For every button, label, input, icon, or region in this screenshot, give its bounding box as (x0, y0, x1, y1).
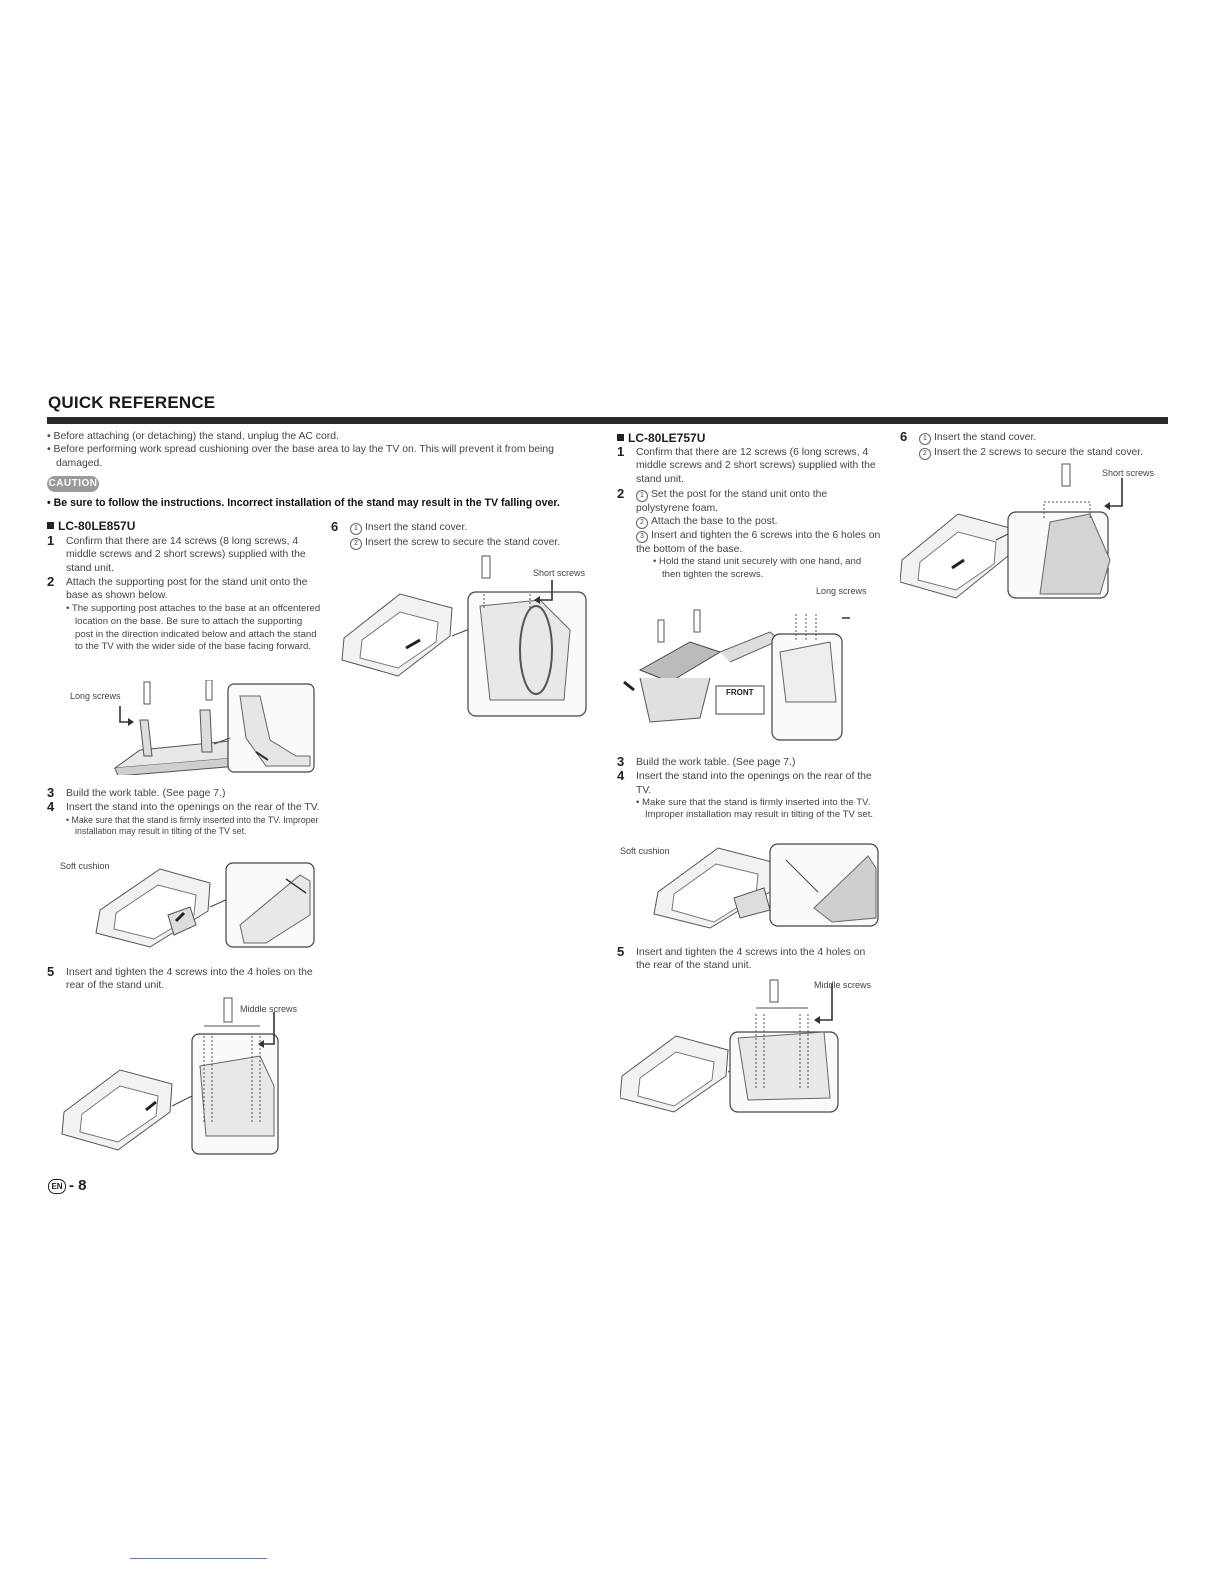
step-number: 4 (617, 768, 625, 784)
figure-label: Soft cushion (620, 846, 670, 856)
step-text: Build the work table. (See page 7.) (636, 757, 796, 768)
figure-label: Middle screws (240, 1004, 298, 1014)
step-number: 5 (617, 944, 625, 959)
model-heading: LC-80LE857U (47, 519, 135, 533)
circled-number: 2 (350, 538, 362, 550)
circled-number: 1 (919, 433, 931, 445)
figure-label: Long screws (816, 586, 867, 596)
figure-middle-screws: Middle screws (60, 996, 297, 1160)
step-text: Insert the stand into the openings on th… (66, 802, 320, 814)
step-text: Confirm that there are 12 screws (6 long… (636, 447, 876, 485)
step-text: Insert and tighten the 4 screws into the… (66, 967, 313, 992)
figure-post-base: Long screws FRONT (620, 582, 867, 748)
circled-number: 1 (350, 523, 362, 535)
step-number: 6 (331, 519, 339, 534)
caution-badge: CAUTION (47, 476, 99, 492)
step-text: Attach the supporting post for the stand… (66, 576, 308, 602)
step-item: 1 Confirm that there are 14 screws (8 lon… (47, 533, 322, 575)
figure-insert-stand-2: Soft cushion (618, 838, 880, 930)
step-item: 5 Insert and tighten the 4 screws into th… (47, 964, 322, 993)
step-text: Insert the stand into the openings on th… (636, 771, 872, 796)
step-number: 4 (47, 799, 55, 815)
title-rule (47, 417, 1168, 424)
model-heading: LC-80LE757U (617, 431, 705, 445)
step-text: Attach the base to the post. (651, 516, 778, 528)
step-text: Insert and tighten the 6 screws into the… (636, 530, 881, 556)
intro-bullet: • Before attaching (or detaching) the st… (47, 431, 339, 442)
step-text: Build the work table. (See page 7.) (66, 788, 226, 799)
step-number: 5 (47, 964, 55, 979)
step-note: • The supporting post attaches to the ba… (66, 603, 321, 653)
step-item: 4 Insert the stand into the openings on t… (617, 768, 882, 822)
figure-short-screws-2: Short screws (900, 460, 1154, 612)
m2-steps-1-2: 1 Confirm that there are 12 screws (6 lon… (617, 444, 882, 582)
intro-bullets: • Before attaching (or detaching) the st… (47, 430, 587, 470)
circled-number: 3 (636, 531, 648, 544)
step-note: • Make sure that the stand is firmly ins… (636, 796, 874, 821)
step-note: • Make sure that the stand is firmly ins… (66, 814, 319, 837)
language-icon: EN (48, 1179, 66, 1194)
figure-label: Middle screws (814, 980, 872, 990)
front-label: FRONT (726, 688, 754, 697)
figure-middle-screws-2: Middle screws (620, 978, 871, 1114)
figure-insert-stand: Soft cushion (60, 855, 316, 950)
m2-steps-3-4: 3 Build the work table. (See page 7.) 4 In… (617, 754, 882, 822)
page-number-text: - 8 (69, 1177, 87, 1194)
model-name: LC-80LE857U (58, 519, 136, 533)
figure-base-assembly: Long screws (60, 680, 316, 775)
figure-label: Short screws (533, 568, 586, 578)
step-item: 5 Insert and tighten the 4 screws into th… (617, 944, 882, 973)
step-item: 3 Build the work table. (See page 7.) (617, 754, 882, 769)
step-number: 2 (617, 485, 625, 501)
square-icon (47, 522, 54, 529)
page-number: EN- 8 (48, 1177, 87, 1194)
m1-steps-1-2: 1 Confirm that there are 14 screws (8 lon… (47, 533, 322, 654)
step-item: 2 Attach the supporting post for the stan… (47, 573, 322, 654)
step-text: Insert the 2 screws to secure the stand … (934, 447, 1144, 458)
model-name: LC-80LE757U (628, 431, 706, 445)
circled-number: 2 (636, 517, 648, 530)
step-number: 3 (617, 754, 625, 769)
m1-steps-3-4: 3 Build the work table. (See page 7.) 4 In… (47, 785, 322, 838)
square-icon (617, 434, 624, 441)
intro-bullet-text: Before performing work spread cushioning… (53, 444, 554, 469)
step-number: 3 (47, 785, 55, 800)
figure-label: Soft cushion (60, 861, 110, 871)
step-text: Insert and tighten the 4 screws into the… (636, 947, 866, 972)
figure-label: Long screws (70, 691, 121, 701)
step-item: 4 Insert the stand into the openings on t… (47, 799, 322, 837)
m2-step-5: 5 Insert and tighten the 4 screws into th… (617, 944, 882, 973)
step-number: 1 (617, 444, 625, 459)
step-number: 2 (47, 573, 55, 589)
intro-bullet: • Before performing work spread cushioni… (47, 444, 554, 469)
page-title: QUICK REFERENCE (48, 393, 216, 412)
step-text: Insert the stand cover. (934, 432, 1037, 443)
step-note: • Hold the stand unit securely with one … (653, 556, 862, 581)
step-text: Insert the stand cover. (365, 522, 468, 533)
step-item: 3 Build the work table. (See page 7.) (47, 785, 322, 800)
figure-label: Short screws (1102, 468, 1155, 478)
step-text: Set the post for the stand unit onto the… (636, 488, 828, 514)
figure-short-screws: Short screws (340, 550, 590, 720)
intro-bullet-text: Before attaching (or detaching) the stan… (53, 431, 339, 442)
step-item: 1 Confirm that there are 12 screws (6 lon… (617, 444, 882, 486)
circled-number: 1 (636, 489, 648, 502)
step-text: Insert the screw to secure the stand cov… (365, 537, 561, 548)
caution-warning: • Be sure to follow the instructions. In… (47, 497, 560, 509)
m1-step-5: 5 Insert and tighten the 4 screws into th… (47, 964, 322, 993)
footer-line (130, 1558, 267, 1559)
circled-number: 2 (919, 448, 931, 460)
step-number: 6 (900, 429, 908, 444)
step-text: Confirm that there are 14 screws (8 long… (66, 536, 306, 574)
step-number: 1 (47, 533, 55, 548)
